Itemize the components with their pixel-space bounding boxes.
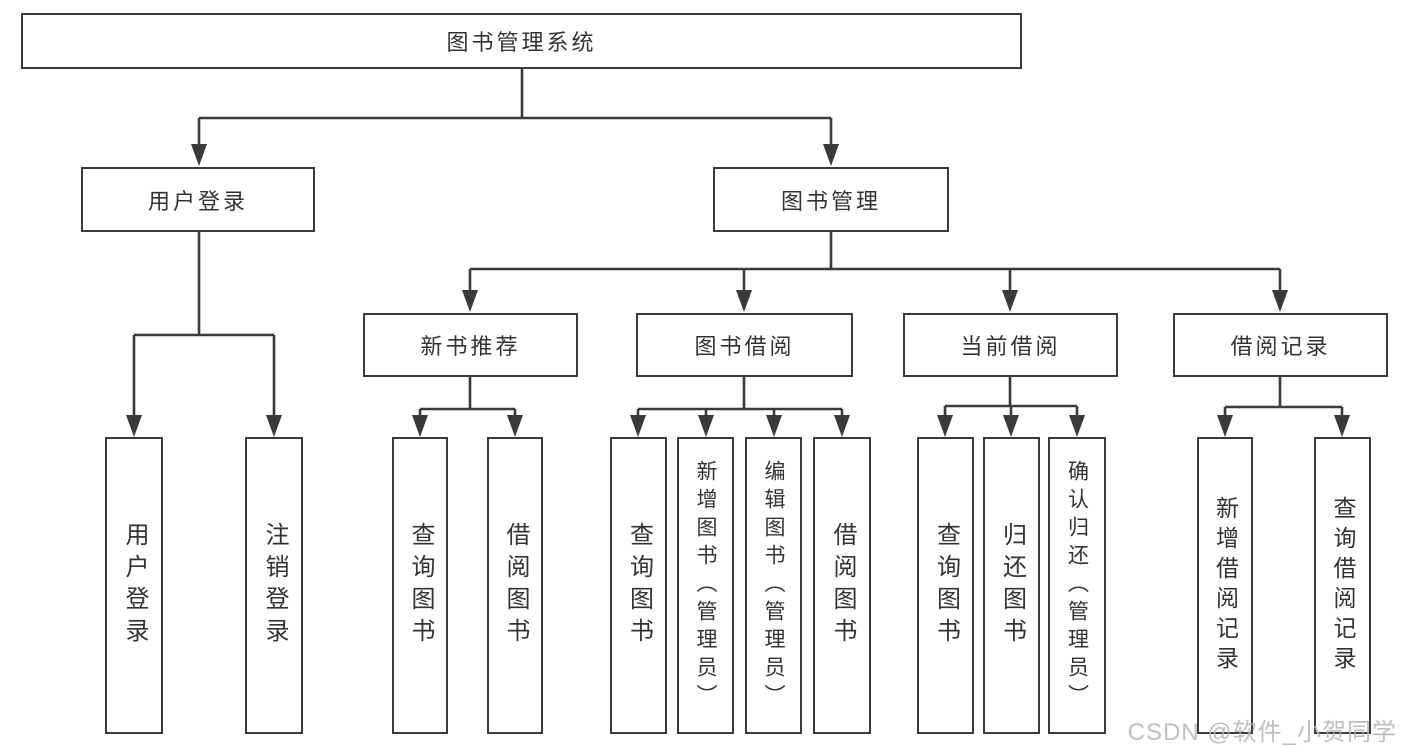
leaf-user-login-label: 用户登录	[121, 521, 148, 650]
leaf-bb-edit-books-admin: 编辑图书（管理员）	[745, 437, 802, 734]
leaf-cb-return-books: 归还图书	[983, 437, 1040, 734]
node-new-book-recommend: 新书推荐	[363, 313, 578, 377]
leaf-bb-edit-books-admin-label: 编辑图书（管理员）	[762, 459, 785, 712]
leaf-bb-query-books-label: 查询图书	[625, 521, 653, 650]
leaf-br-add-record-label: 新增借阅记录	[1212, 495, 1239, 676]
node-book-management: 图书管理	[713, 167, 949, 232]
leaf-bb-query-books: 查询图书	[610, 437, 667, 734]
leaf-rec-borrow-books-label: 借阅图书	[502, 521, 529, 650]
node-borrow-records: 借阅记录	[1173, 313, 1388, 377]
leaf-cb-query-books-label: 查询图书	[932, 521, 960, 650]
node-root: 图书管理系统	[21, 13, 1022, 69]
node-new-book-recommend-label: 新书推荐	[420, 334, 521, 359]
node-book-borrowing-label: 图书借阅	[694, 334, 795, 359]
node-root-label: 图书管理系统	[446, 30, 597, 55]
leaf-cb-confirm-return-admin-label: 确认归还（管理员）	[1065, 459, 1089, 712]
leaf-bb-add-books-admin: 新增图书（管理员）	[677, 437, 734, 734]
leaf-bb-borrow-books-label: 借阅图书	[829, 521, 856, 650]
node-user-login-label: 用户登录	[147, 188, 248, 214]
node-borrow-records-label: 借阅记录	[1230, 334, 1331, 359]
node-current-borrowing-label: 当前借阅	[960, 334, 1061, 359]
leaf-bb-add-books-admin-label: 新增图书（管理员）	[694, 459, 717, 712]
leaf-user-login: 用户登录	[105, 437, 163, 734]
leaf-rec-query-books: 查询图书	[392, 437, 448, 734]
node-user-login: 用户登录	[81, 167, 315, 232]
leaf-br-query-record: 查询借阅记录	[1314, 437, 1371, 734]
node-book-management-label: 图书管理	[780, 188, 881, 214]
node-current-borrowing: 当前借阅	[903, 313, 1118, 377]
node-book-borrowing: 图书借阅	[636, 313, 853, 377]
leaf-br-query-record-label: 查询借阅记录	[1330, 495, 1356, 676]
leaf-logout: 注销登录	[245, 437, 303, 734]
leaf-cb-return-books-label: 归还图书	[998, 521, 1026, 650]
leaf-logout-label: 注销登录	[261, 521, 288, 650]
csdn-watermark: CSDN @软件_小贺同学	[1127, 719, 1397, 746]
leaf-rec-query-books-label: 查询图书	[407, 521, 434, 650]
leaf-bb-borrow-books: 借阅图书	[813, 437, 871, 734]
leaf-cb-query-books: 查询图书	[917, 437, 974, 734]
leaf-rec-borrow-books: 借阅图书	[487, 437, 543, 734]
leaf-cb-confirm-return-admin: 确认归还（管理员）	[1048, 437, 1106, 734]
leaf-br-add-record: 新增借阅记录	[1197, 437, 1253, 734]
